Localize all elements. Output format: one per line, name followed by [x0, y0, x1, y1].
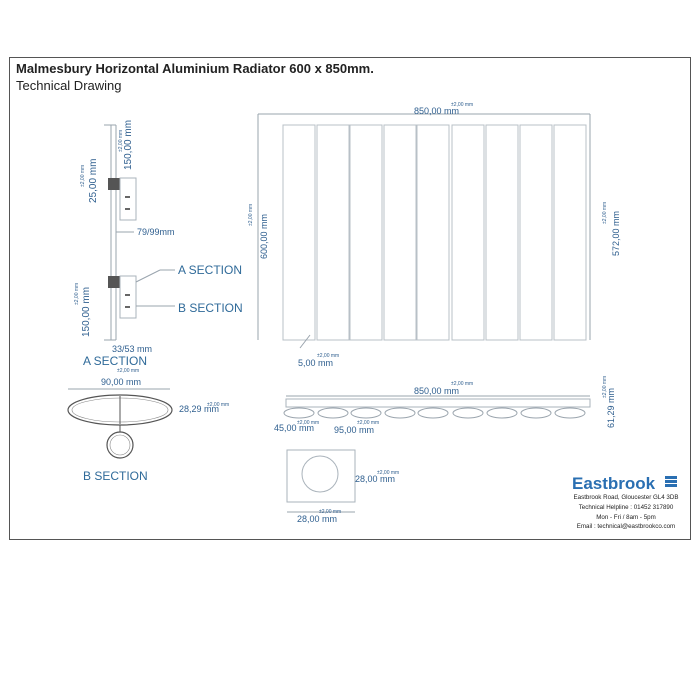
dim-850-top: 850,00 mm: [414, 106, 459, 116]
tol-5: ±2,00 mm: [317, 353, 339, 359]
tol-850-bottom: ±2,00 mm: [451, 381, 473, 387]
tol-25: ±2,00 mm: [80, 165, 86, 187]
company-helpline: Technical Helpline : 01452 317890: [578, 504, 674, 511]
a-section-side-label: A SECTION: [178, 263, 242, 277]
b-section-side-label: B SECTION: [178, 301, 243, 315]
dim-25: 25,00 mm: [88, 159, 99, 203]
tol-95: ±2,00 mm: [357, 420, 379, 426]
top-view-oval: [520, 407, 552, 419]
dim-6129: 61,29 mm: [606, 388, 616, 428]
top-view-oval: [554, 407, 586, 419]
bracket-slot: [125, 306, 130, 308]
top-view-oval: [350, 407, 382, 419]
company-address: Eastbrook Road, Gloucester GL4 3DB: [573, 494, 679, 501]
b-section-circle: [106, 431, 134, 459]
connector-detail: 28,00 mm ±2,00 mm ±2,00 mm 28,00 mm: [286, 449, 399, 524]
radiator-panel: [349, 124, 383, 341]
company-email: Email : technical@eastbrookco.com: [576, 523, 676, 530]
drawing-title: Malmesbury Horizontal Aluminium Radiator…: [16, 61, 374, 76]
tol-572: ±2,00 mm: [602, 202, 608, 224]
dim-90: 90,00 mm: [101, 377, 141, 387]
front-view: ±2,00 mm 850,00 mm 600,00 mm ±2,00 mm 57…: [248, 102, 621, 368]
dim-28-bottom: 28,00 mm: [297, 514, 337, 524]
tol-28-bottom: ±2,00 mm: [319, 509, 341, 515]
dim-95: 95,00 mm: [334, 425, 374, 435]
bracket-slot: [125, 208, 130, 210]
radiator-panel: [451, 124, 485, 341]
top-view-oval: [384, 407, 416, 419]
drawing-frame: [9, 57, 691, 540]
dim-45: 45,00 mm: [274, 423, 314, 433]
top-view-oval: [317, 407, 349, 419]
company-logo: Eastbrook: [572, 474, 656, 493]
radiator-panel: [553, 124, 587, 341]
dim-150-bottom: 150,00 mm: [81, 287, 92, 337]
tol-600: ±2,00 mm: [248, 204, 254, 226]
tol-90: ±2,00 mm: [117, 368, 139, 374]
dim-600: 600,00 mm: [259, 214, 269, 259]
top-view-oval: [417, 407, 449, 419]
bracket-block-bottom: [108, 276, 120, 288]
tol-150-bottom: ±2,00 mm: [74, 283, 80, 305]
top-view-oval: [283, 407, 315, 419]
dim-33: 33/53 mm: [112, 344, 152, 354]
radiator-panel: [485, 124, 519, 341]
top-view: ±2,00 mm 850,00 mm 61,29 mm ±2,00 mm ±2,…: [274, 376, 616, 435]
radiator-panel: [282, 124, 316, 341]
a-section-leader: [135, 269, 161, 283]
dim-5: 5,00 mm: [298, 358, 333, 368]
tol-6129: ±2,00 mm: [602, 376, 608, 398]
top-view-ovals: [283, 407, 586, 419]
dim-28-right: 28,00 mm: [355, 474, 395, 484]
bracket-slot: [125, 294, 130, 296]
tol-28-right: ±2,00 mm: [377, 470, 399, 476]
top-view-oval: [486, 407, 518, 419]
company-hours: Mon - Fri / 8am - 5pm: [596, 514, 656, 521]
radiator-panel: [416, 124, 450, 341]
dim-2829: 28,29 mm: [179, 404, 219, 414]
dim-850-bottom: 850,00 mm: [414, 386, 459, 396]
side-view: 150,00 mm ±2,00 mm 25,00 mm ±2,00 mm 79/…: [74, 120, 243, 354]
bracket-slot: [125, 196, 130, 198]
dim-5-leader: [299, 334, 311, 349]
bracket-block-top: [108, 178, 120, 190]
radiator-panel: [383, 124, 417, 341]
tol-45: ±2,00 mm: [297, 420, 319, 426]
bracket-plate-bottom: [119, 275, 137, 319]
dim-79: 79/99mm: [137, 227, 175, 237]
tol-150-top: ±2,00 mm: [118, 130, 124, 152]
tol-2829: ±2,00 mm: [207, 402, 229, 408]
top-view-oval: [452, 407, 484, 419]
drawing-subtitle: Technical Drawing: [16, 78, 122, 93]
section-views: A SECTION ±2,00 mm 90,00 mm 28,29 mm ±2,…: [67, 354, 229, 483]
logo-stripes-icon: [665, 476, 677, 490]
b-section-circle-inner: [109, 434, 131, 456]
company-block: Eastbrook Eastbrook Road, Gloucester GL4…: [568, 474, 684, 534]
radiator-panel: [316, 124, 350, 341]
top-bar: [285, 398, 591, 408]
a-section-label: A SECTION: [83, 354, 147, 368]
radiator-panels: [282, 124, 587, 341]
connector-circle: [301, 455, 339, 493]
b-section-label: B SECTION: [83, 469, 148, 483]
tol-850-top: ±2,00 mm: [451, 102, 473, 108]
radiator-panel: [519, 124, 553, 341]
dim-150-top: 150,00 mm: [123, 120, 134, 170]
bracket-plate-top: [119, 177, 137, 221]
dim-572: 572,00 mm: [611, 211, 621, 256]
